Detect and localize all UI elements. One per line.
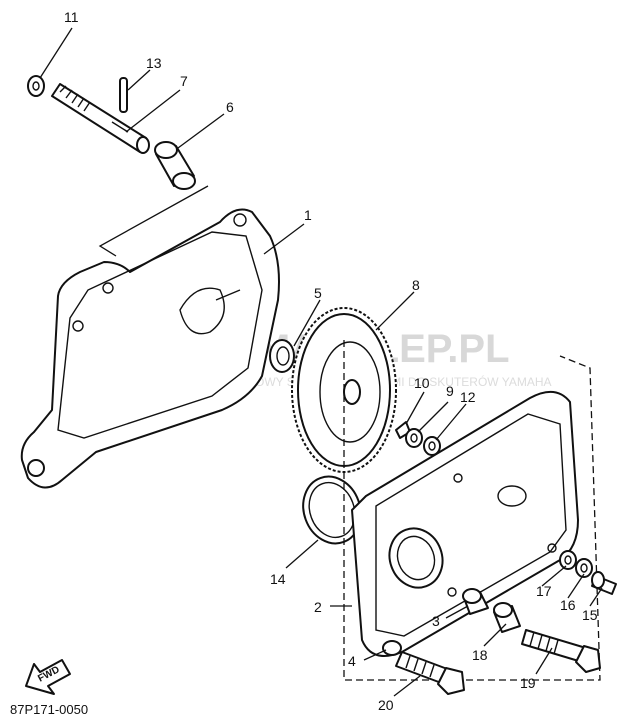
callout-10: 10 [414,375,430,391]
callout-3: 3 [432,613,440,629]
callout-11: 11 [64,9,79,25]
callout-17: 17 [536,583,552,599]
part-4-dowel [382,640,402,656]
part-13-pin [119,77,128,113]
callout-5: 5 [314,285,322,301]
part-3-dowel [462,588,489,615]
part-16-washer [575,558,593,578]
part-20-bolt [395,651,465,695]
callout-14: 14 [270,571,286,587]
callout-7: 7 [180,73,188,89]
part-5-seal [269,339,295,373]
part-12-washer [423,436,441,456]
fwd-arrow: FWD [25,659,71,695]
callout-1: 1 [304,207,312,223]
assembly-dashed-outline [343,340,601,681]
callout-19: 19 [520,675,536,691]
callout-18: 18 [472,647,488,663]
part-2-cover-plate [351,391,579,657]
callouts: 11 13 7 6 1 5 8 10 9 12 14 2 3 4 17 16 1… [64,9,598,713]
callout-9: 9 [446,383,454,399]
callout-2: 2 [314,599,322,615]
callout-15: 15 [582,607,598,623]
part-9-washer [405,428,423,448]
callout-6: 6 [226,99,234,115]
assembly-guide-line [98,185,209,257]
part-17-washer [559,550,577,570]
part-1-housing-cover [20,208,280,489]
callout-16: 16 [560,597,576,613]
part-6-bushing [154,141,196,190]
callout-4: 4 [348,653,356,669]
callout-20: 20 [378,697,394,713]
leader-lines [39,27,603,697]
reference-code: 87P171-0050 [10,702,88,717]
callout-12: 12 [460,389,476,405]
part-11-washer [27,75,45,97]
part-15-screw [591,571,617,595]
part-18-dowel [493,602,521,633]
callout-8: 8 [412,277,420,293]
callout-13: 13 [146,55,162,71]
part-7-shaft [51,83,150,154]
part-19-bolt [521,629,601,673]
